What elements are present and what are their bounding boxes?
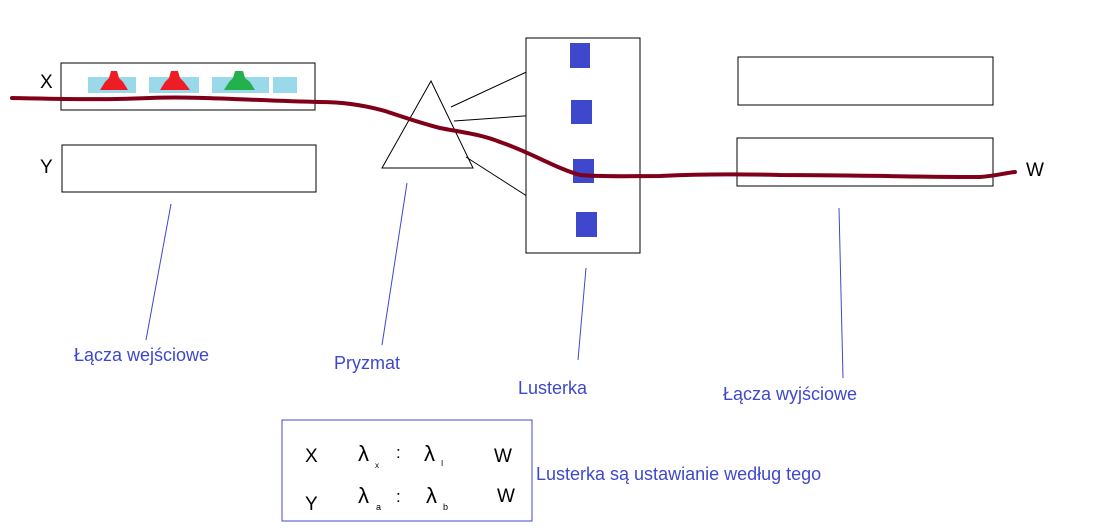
row1-output: W [494,446,512,467]
leader-inputs [145,203,172,341]
mirror-3 [573,159,594,183]
input-port-y-box [61,144,317,193]
mapping-row-1: X λ x : λ I W [305,441,512,470]
output-port-1-box [737,56,994,106]
row1-lambda-in: λ [358,441,369,466]
output-ports: W [736,56,1044,187]
input-x-label: X [40,72,53,93]
outputs-caption: Łącza wyjściowe [723,384,857,404]
row2-lambda-in-sub: a [376,502,381,512]
row2-lambda-out-sub: b [443,502,448,512]
row1-separator: : [396,443,401,462]
inputs-caption: Łącza wejściowe [74,345,209,365]
row2-separator: : [396,487,401,506]
row2-output: W [497,486,515,507]
leader-prism [381,182,408,346]
wavelength-slot-4 [273,77,297,93]
row2-lambda-in: λ [358,483,369,508]
mapping-table: X λ x : λ I W Y λ a : λ b W [281,419,533,522]
mirrors-caption: Lusterka [518,378,588,398]
row1-lambda-out-sub: I [441,459,443,468]
mirror-2 [571,100,592,124]
output-w-label: W [1026,160,1044,181]
mirror-panel [525,37,641,254]
wavelength-signal-3 [224,71,255,90]
fiber-path [10,95,1017,179]
wavelength-signal-1 [100,71,128,90]
annotation-lines [145,182,844,379]
mapping-row-2: Y λ a : λ b W [305,483,515,515]
mapping-table-box [281,419,533,522]
table-note: Lusterka są ustawianie według tego [536,464,821,484]
leader-mirrors [577,267,587,361]
input-ports: X Y [40,62,317,193]
row2-port: Y [305,494,318,515]
wavelength-signal-2 [160,71,190,90]
mirror-4 [576,212,597,237]
row1-port: X [305,446,318,467]
leader-outputs [838,207,844,379]
mirror-1 [570,43,590,68]
row2-lambda-out: λ [426,483,437,508]
prism-caption: Pryzmat [334,353,400,373]
input-y-label: Y [40,157,53,178]
row1-lambda-in-sub: x [375,461,379,470]
row1-lambda-out: λ [424,441,435,466]
